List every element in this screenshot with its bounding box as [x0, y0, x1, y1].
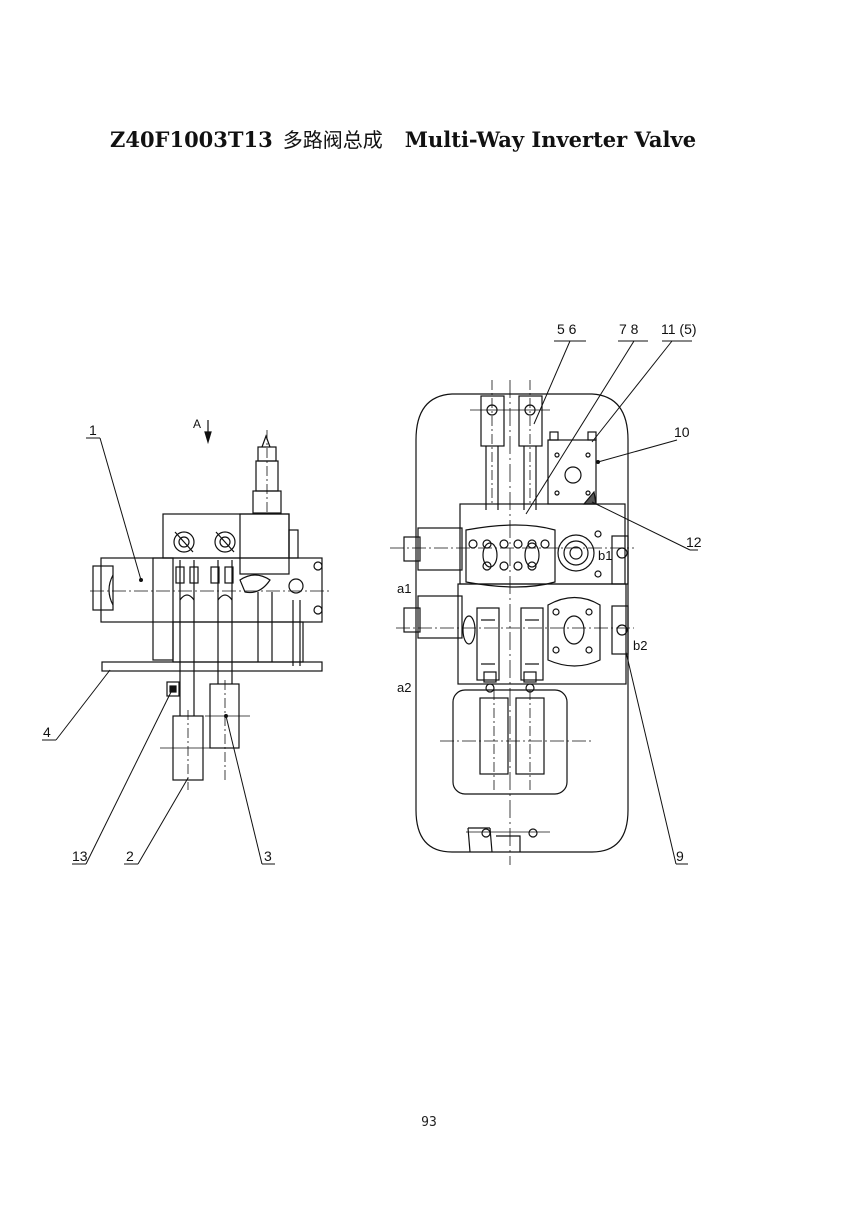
- port-a1-label: a1: [397, 581, 411, 596]
- port-b1-label: b1: [598, 548, 612, 563]
- callout-13: 13: [72, 848, 88, 864]
- side-view: A: [90, 417, 330, 790]
- callout-5-6: 5 6: [557, 321, 577, 337]
- part-code: Z40F1003T13: [110, 127, 273, 152]
- port-b2-label: b2: [633, 638, 647, 653]
- side-view-callouts: [42, 437, 275, 865]
- page-number: 93: [421, 1115, 437, 1130]
- callout-7-8: 7 8: [619, 321, 639, 337]
- view-marker-label: A: [193, 417, 201, 431]
- front-view-callouts: [525, 340, 698, 865]
- page-title: Z40F1003T13 多路阀总成 Multi-Way Inverter Valve: [110, 124, 750, 153]
- callout-10: 10: [674, 424, 690, 440]
- callout-11-5: 11 (5): [661, 321, 697, 337]
- front-view: [390, 380, 634, 865]
- callout-4: 4: [43, 724, 51, 740]
- port-a2-label: a2: [397, 680, 411, 695]
- callout-3: 3: [264, 848, 272, 864]
- callout-2: 2: [126, 848, 134, 864]
- callout-9: 9: [676, 848, 684, 864]
- callout-1: 1: [89, 422, 97, 438]
- title-english: Multi-Way Inverter Valve: [404, 127, 697, 152]
- callout-12: 12: [686, 534, 702, 550]
- title-chinese: 多路阀总成: [282, 128, 383, 152]
